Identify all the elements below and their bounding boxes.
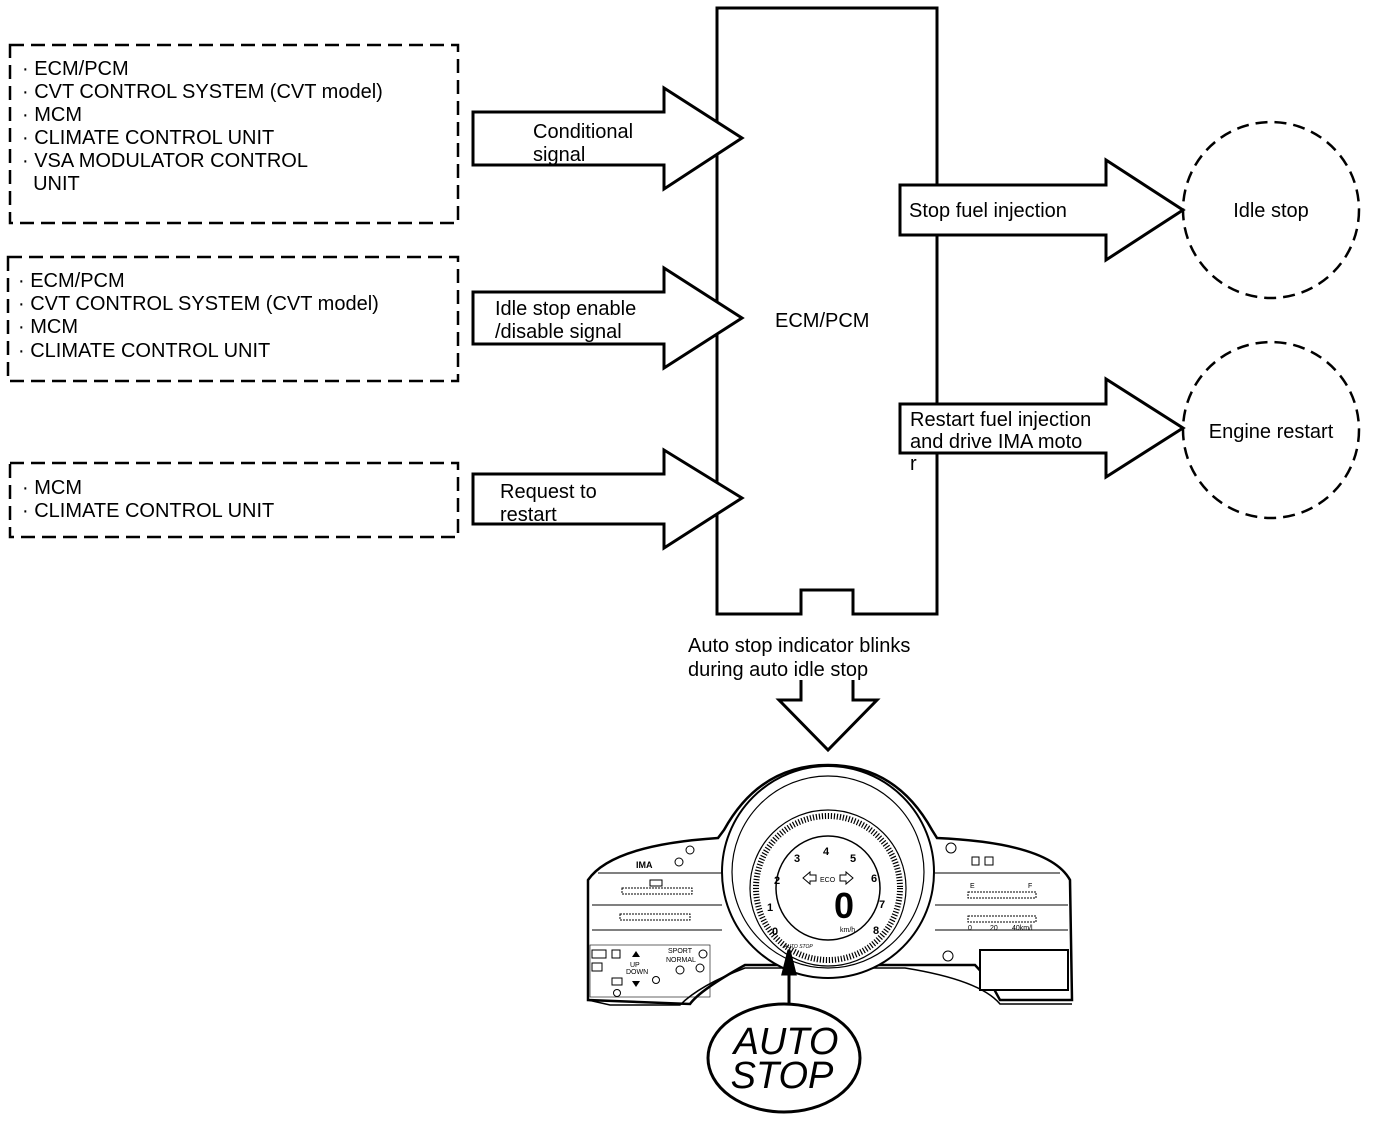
warning-icon-left-1 — [685, 845, 695, 855]
turn-right-icon — [839, 870, 854, 886]
warning-icon-right-2 — [942, 950, 954, 962]
input-arrow-1-line-1: Conditional — [533, 121, 633, 143]
up-label: UP — [630, 962, 640, 969]
input-arrow-3-line-1: Request to — [500, 481, 597, 503]
tach-number-4: 4 — [823, 846, 830, 858]
input-arrow-3-line-2: restart — [500, 504, 557, 526]
warning-lamp-8 — [695, 963, 705, 973]
input-box-2-line-2: · CVT CONTROL SYSTEM (CVT model) — [18, 293, 379, 315]
tach-number-7: 7 — [879, 899, 885, 911]
cluster-auto-stop-badge: AUTO STOP — [783, 944, 813, 950]
tach-number-3: 3 — [794, 853, 800, 865]
tach-number-8: 8 — [873, 925, 879, 937]
warning-lamp-3 — [591, 962, 603, 972]
economy-gauge-bar — [967, 915, 1037, 923]
warning-lamp-5 — [613, 989, 621, 997]
econ-scale-2: 40km/l — [1012, 925, 1033, 932]
input-box-2-line-4: · CLIMATE CONTROL UNIT — [18, 340, 270, 362]
turn-left-icon — [802, 870, 817, 886]
right-info-window — [979, 949, 1069, 991]
ima-label: IMA — [636, 860, 653, 870]
speed-dial — [775, 835, 881, 941]
input-box-2 — [6, 255, 460, 383]
headlight-icon — [984, 856, 994, 866]
normal-label: NORMAL — [666, 957, 696, 964]
input-box-1-line-3: · MCM — [22, 104, 82, 126]
tach-number-6: 6 — [871, 873, 877, 885]
input-box-3-line-1: · MCM — [22, 477, 82, 499]
tach-scale — [753, 813, 903, 963]
input-arrow-2-line-1: Idle stop enable — [495, 298, 636, 320]
eco-label: ECO — [820, 877, 836, 884]
auto-stop-line-2: STOP — [731, 1055, 834, 1097]
input-box-1-line-5: · VSA MODULATOR CONTROL — [22, 150, 308, 172]
idle-stop-label: Idle stop — [1233, 200, 1309, 222]
output-arrow-2-line-1: Restart fuel injection — [910, 409, 1091, 431]
warning-panel-left — [589, 944, 711, 998]
warning-lamp-1 — [591, 949, 607, 959]
econ-scale-1: 20 — [990, 925, 998, 932]
output-arrow-2-line-2: and drive IMA moto — [910, 431, 1082, 453]
engine-restart-label: Engine restart — [1209, 421, 1334, 443]
output-arrow-1-line-1: Stop fuel injection — [909, 200, 1067, 222]
bezel-inner — [731, 775, 925, 969]
input-box-1-line-6: UNIT — [22, 173, 80, 195]
econ-scale-0: 0 — [968, 925, 972, 932]
warning-lamp-4 — [611, 977, 623, 986]
tach-number-1: 1 — [767, 902, 773, 914]
fuel-e-label: E — [970, 883, 975, 890]
warning-icon-left-2 — [674, 857, 684, 867]
auto-stop-line-1: AUTO — [732, 1021, 839, 1063]
output-arrow-2 — [898, 376, 1186, 480]
ima-bar-bottom — [619, 913, 691, 921]
input-arrow-1-line-2: signal — [533, 144, 585, 166]
shift-down-icon — [632, 981, 640, 987]
input-arrow-3 — [471, 447, 745, 551]
engine-restart-circle — [1181, 340, 1361, 520]
input-box-3 — [8, 461, 460, 539]
idle-stop-circle — [1181, 120, 1361, 300]
instrument-cluster: 0 1 2 3 4 5 6 7 8 0 km/h ECO IMA UP — [586, 763, 1074, 1006]
cluster-lower-edge — [587, 967, 1072, 1006]
warning-lamp-6 — [652, 976, 660, 984]
input-box-2-line-3: · MCM — [18, 316, 78, 338]
input-arrow-2-line-2: /disable signal — [495, 321, 622, 343]
auto-stop-ellipse — [706, 1002, 862, 1114]
cluster-trim-lines — [592, 872, 1068, 931]
ecm-pcm-label: ECM/PCM — [775, 310, 869, 332]
warning-lamp-2 — [611, 949, 621, 959]
speed-unit: km/h — [840, 927, 855, 934]
ima-icon — [649, 879, 663, 887]
input-arrow-1 — [471, 85, 745, 192]
input-box-2-line-1: · ECM/PCM — [18, 270, 125, 292]
warning-icon-right-1 — [945, 842, 957, 854]
indicator-text-line-1: Auto stop indicator blinks — [688, 635, 910, 657]
ima-bar-top — [621, 887, 693, 895]
shift-up-icon — [632, 951, 640, 957]
tach-number-5: 5 — [850, 853, 856, 865]
warning-lamp-7 — [698, 949, 708, 959]
input-box-1 — [8, 43, 460, 225]
fuel-pump-icon — [971, 856, 980, 866]
input-box-1-line-4: · CLIMATE CONTROL UNIT — [22, 127, 274, 149]
input-box-3-line-2: · CLIMATE CONTROL UNIT — [22, 500, 274, 522]
down-arrow — [775, 680, 881, 753]
input-box-1-line-2: · CVT CONTROL SYSTEM (CVT model) — [22, 81, 383, 103]
indicator-text-line-2: during auto idle stop — [688, 659, 868, 681]
fuel-f-label: F — [1028, 883, 1032, 890]
input-box-1-line-1: · ECM/PCM — [22, 58, 129, 80]
down-label: DOWN — [626, 969, 648, 976]
fuel-gauge-bar — [967, 891, 1037, 899]
warning-lamp-9 — [675, 965, 685, 975]
tach-number-2: 2 — [774, 875, 780, 887]
tach-ring — [749, 809, 907, 967]
sport-label: SPORT — [668, 948, 693, 955]
input-arrow-2 — [471, 265, 745, 371]
speed-digit: 0 — [834, 885, 854, 926]
tach-number-0: 0 — [772, 926, 778, 938]
output-arrow-1 — [898, 157, 1186, 263]
output-arrow-2-line-3: r — [910, 453, 917, 475]
